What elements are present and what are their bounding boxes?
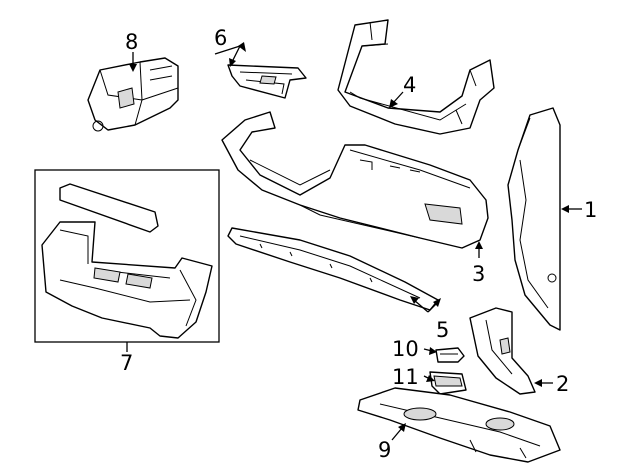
callout-6: 6: [214, 26, 227, 50]
part-4-frame: [337, 19, 495, 135]
callout-4: 4: [403, 73, 416, 97]
part-3-carrier: [221, 111, 489, 249]
part-9-floor-bracket: [357, 387, 561, 463]
part-2-lower-panel: [469, 307, 536, 395]
callout-9: 9: [378, 438, 391, 462]
callout-2: 2: [556, 372, 569, 396]
part-5-strip: [227, 227, 439, 311]
callout-3: 3: [472, 262, 485, 286]
callout-5: 5: [436, 318, 449, 342]
part-1-side-panel: [507, 107, 561, 331]
part-10-clip: [435, 347, 465, 363]
part-6-bracket: [227, 64, 307, 99]
part-11-clip: [429, 371, 467, 395]
callout-10: 10: [392, 337, 419, 361]
callout-11: 11: [392, 365, 419, 389]
callout-1: 1: [584, 198, 597, 222]
part-8-module: [87, 57, 179, 132]
leader-lines: [126, 42, 582, 441]
callout-7: 7: [120, 351, 133, 375]
callout-8: 8: [125, 30, 138, 54]
part-7-glovebox: [41, 183, 213, 339]
